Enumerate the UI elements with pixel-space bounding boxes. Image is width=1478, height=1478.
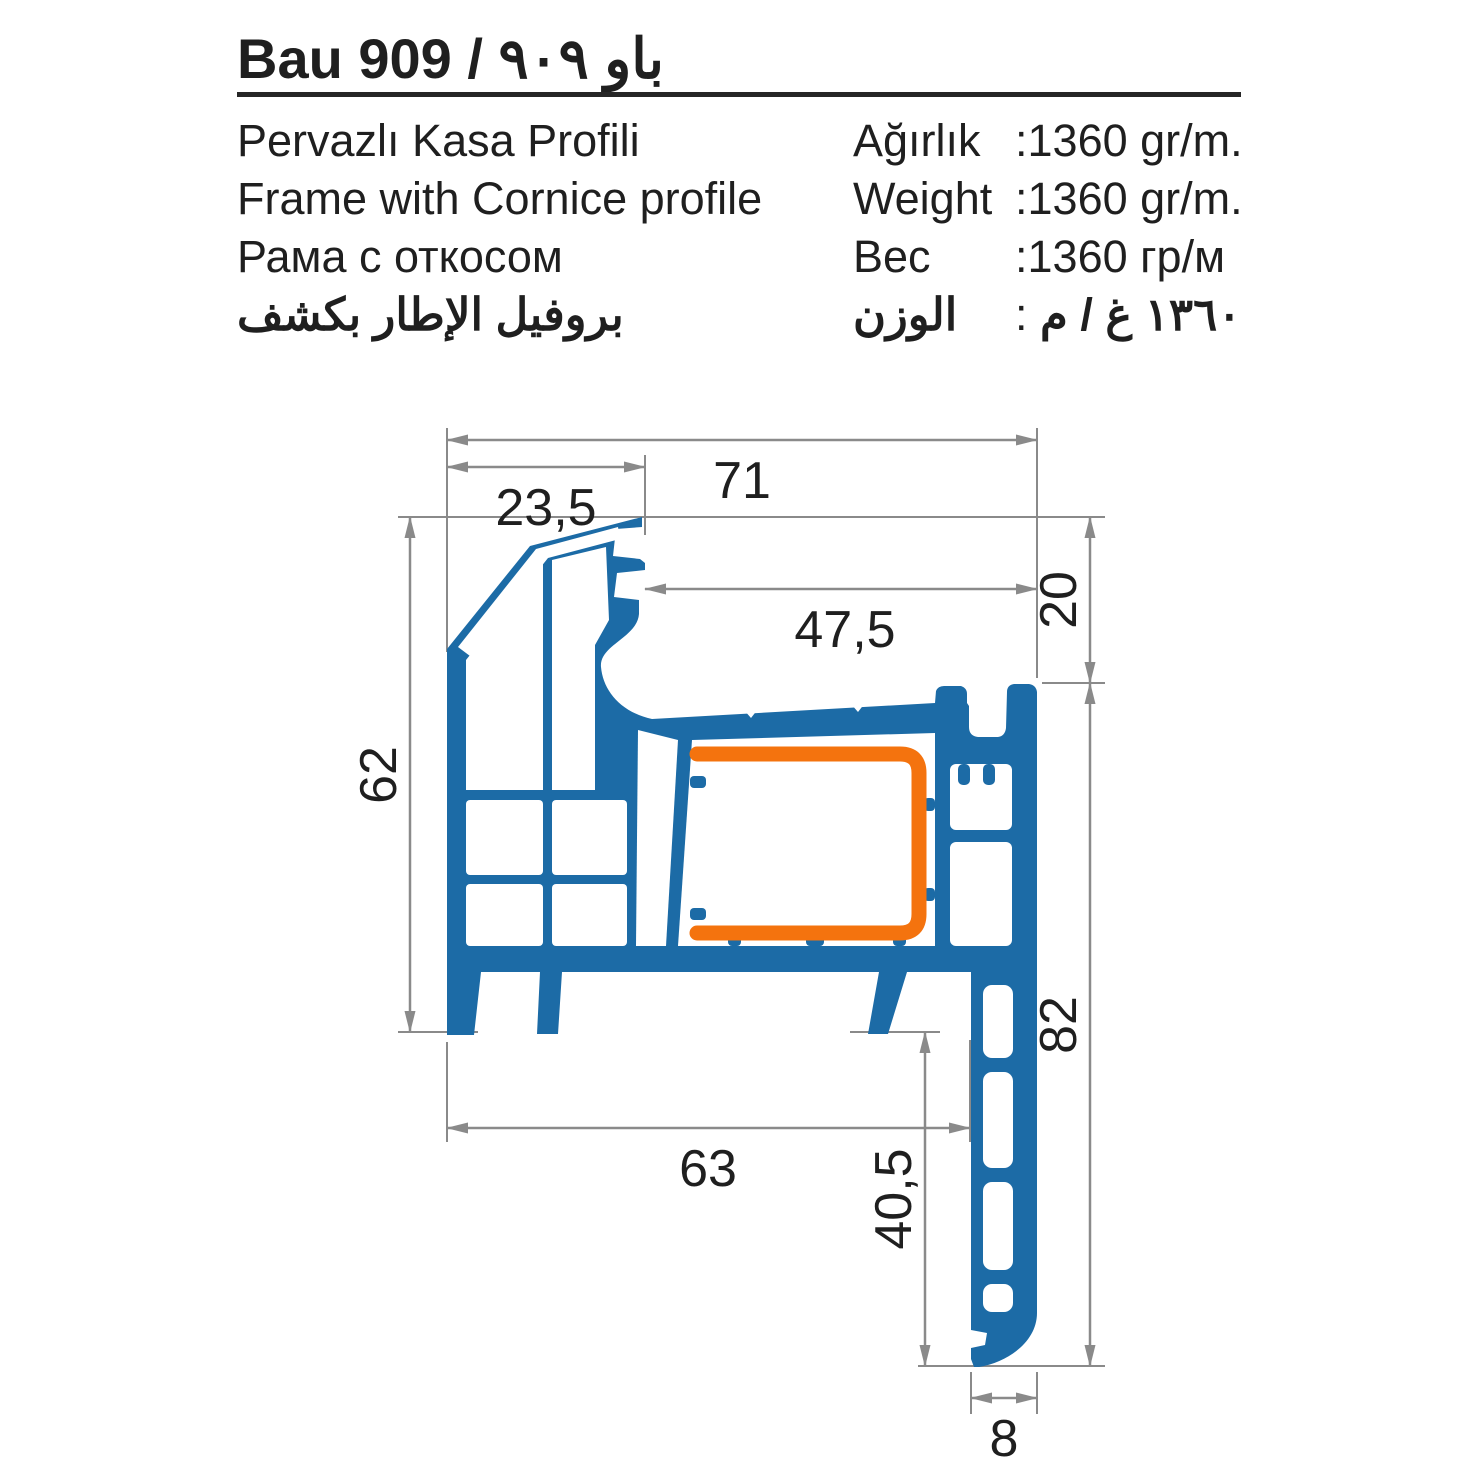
chamber-nub — [690, 776, 706, 788]
dimension-labels: 71 23,5 47,5 20 62 82 63 40,5 8 — [350, 452, 1088, 1468]
dim-total-width: 71 — [713, 452, 771, 510]
extension-lines — [398, 428, 1105, 1414]
product-names: Pervazlı Kasa Profili Frame with Cornice… — [237, 112, 762, 344]
chamber-nub — [924, 888, 935, 901]
product-name-ru: Рама с откосом — [237, 231, 563, 282]
dim-cornice-width: 23,5 — [495, 479, 596, 537]
chamber — [636, 730, 678, 946]
weight-value-ar: ١٣٦٠ غ / م — [1040, 289, 1242, 340]
dim-cornice-height: 62 — [350, 746, 408, 804]
dimension-lines — [404, 434, 1096, 1404]
title-arabic: باو ٩٠٩ — [498, 27, 664, 90]
weight-label-tr: Ağırlık — [853, 115, 981, 166]
chamber — [950, 842, 1012, 946]
dim-frame-width: 47,5 — [794, 601, 895, 659]
chamber — [552, 547, 609, 790]
chamber — [466, 884, 543, 946]
product-name-tr: Pervazlı Kasa Profili — [237, 115, 640, 166]
leg-slot — [983, 985, 1013, 1058]
product-name-ar: بروفيل الإطار بكشف — [237, 289, 624, 340]
colon: : — [1015, 289, 1028, 340]
dim-rebate-height: 20 — [1030, 571, 1088, 629]
weight-row: Weight:1360 gr/m. — [853, 170, 1243, 228]
chamber — [466, 800, 543, 875]
weight-row: Вес:1360 гр/м — [853, 228, 1243, 286]
chamber — [466, 563, 543, 790]
profile-chambers — [458, 527, 1013, 1312]
leg-slot — [983, 1182, 1013, 1270]
leg-slot — [983, 1072, 1013, 1168]
gasket-tooth — [983, 764, 995, 785]
steel-chamber — [678, 733, 935, 946]
weight-value-tr: 1360 gr/m. — [1027, 115, 1243, 166]
weight-label-ar: الوزن — [853, 289, 958, 340]
dim-leg-thickness: 8 — [990, 1410, 1019, 1468]
chamber — [552, 884, 627, 946]
weight-value-ru: 1360 гр/м — [1027, 231, 1226, 282]
weight-label-en: Weight — [853, 173, 993, 224]
colon: : — [1015, 231, 1028, 282]
colon: : — [1015, 115, 1028, 166]
dim-leg-height: 82 — [1030, 996, 1088, 1054]
title-underline — [237, 92, 1241, 97]
weight-label-ru: Вес — [853, 231, 931, 282]
weight-value-en: 1360 gr/m. — [1027, 173, 1243, 224]
colon: : — [1015, 173, 1028, 224]
chamber — [552, 800, 627, 875]
chamber-nub — [690, 908, 706, 920]
gasket-notch — [851, 703, 865, 712]
weight-row: Ağırlık:1360 gr/m. — [853, 112, 1243, 170]
dim-bottom-width: 63 — [679, 1140, 737, 1198]
title-latin: Bau 909 / — [237, 27, 499, 90]
gasket-tooth — [958, 764, 970, 785]
weight-row: الوزن: ١٣٦٠ غ / م — [853, 286, 1243, 344]
leg-slot — [983, 1284, 1013, 1312]
steel-reinforcement — [689, 746, 927, 941]
weight-table: Ağırlık:1360 gr/m. Weight:1360 gr/m. Вес… — [853, 112, 1243, 344]
chamber-nub — [924, 798, 935, 811]
gasket-notch — [744, 709, 758, 718]
dim-leg-lower: 40,5 — [865, 1148, 923, 1249]
chamber — [458, 527, 620, 656]
product-name-en: Frame with Cornice profile — [237, 173, 763, 224]
pvc-profile — [447, 517, 1037, 1367]
page-title: Bau 909 / باو ٩٠٩ — [237, 26, 664, 92]
